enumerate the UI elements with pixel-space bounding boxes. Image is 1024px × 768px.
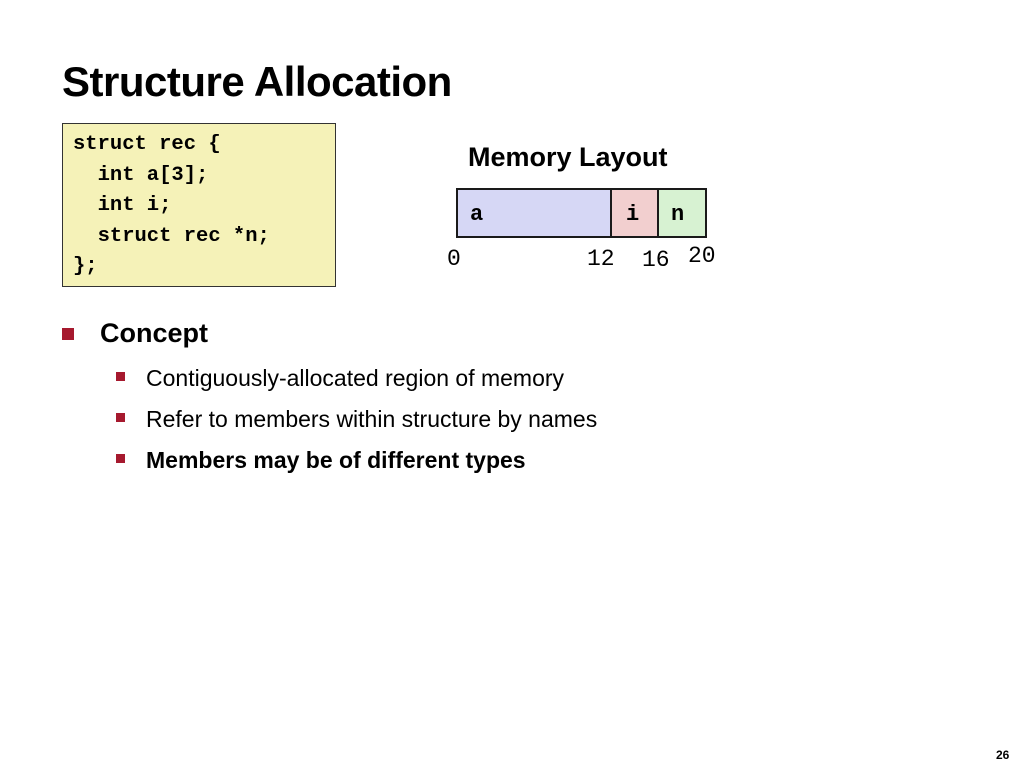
code-line: }; — [73, 255, 98, 278]
sub-bullet: Refer to members within structure by nam… — [116, 406, 597, 433]
bullet-heading: Concept — [100, 318, 208, 348]
memory-layout-diagram: a i n — [456, 188, 707, 238]
page-number: 26 — [996, 748, 1010, 762]
slide-title: Structure Allocation — [62, 58, 452, 105]
bullet-concept: Concept — [62, 318, 208, 349]
square-bullet-icon — [116, 454, 125, 463]
sub-bullet-text: Refer to members within structure by nam… — [146, 406, 598, 432]
offset-label: 0 — [447, 246, 461, 272]
code-line: int i; — [73, 194, 172, 217]
square-bullet-icon — [116, 413, 125, 422]
offset-label: 12 — [587, 246, 615, 272]
square-bullet-icon — [116, 372, 125, 381]
memory-field-i: i — [610, 190, 657, 236]
offset-label: 16 — [642, 247, 670, 273]
sub-bullet: Contiguously-allocated region of memory — [116, 365, 564, 392]
sub-bullet: Members may be of different types — [116, 447, 526, 474]
memory-layout-title: Memory Layout — [468, 142, 668, 172]
code-line: struct rec *n; — [73, 224, 270, 248]
code-line: struct rec { — [73, 133, 221, 156]
memory-field-n: n — [657, 190, 705, 236]
memory-field-a: a — [458, 190, 610, 236]
sub-bullet-text: Members may be of different types — [146, 447, 526, 473]
offset-label: 20 — [688, 243, 716, 269]
code-block: struct rec { int a[3]; int i; struct rec… — [62, 123, 336, 287]
square-bullet-icon — [62, 327, 74, 340]
sub-bullet-text: Contiguously-allocated region of memory — [146, 365, 565, 391]
code-line: int a[3]; — [73, 163, 209, 187]
